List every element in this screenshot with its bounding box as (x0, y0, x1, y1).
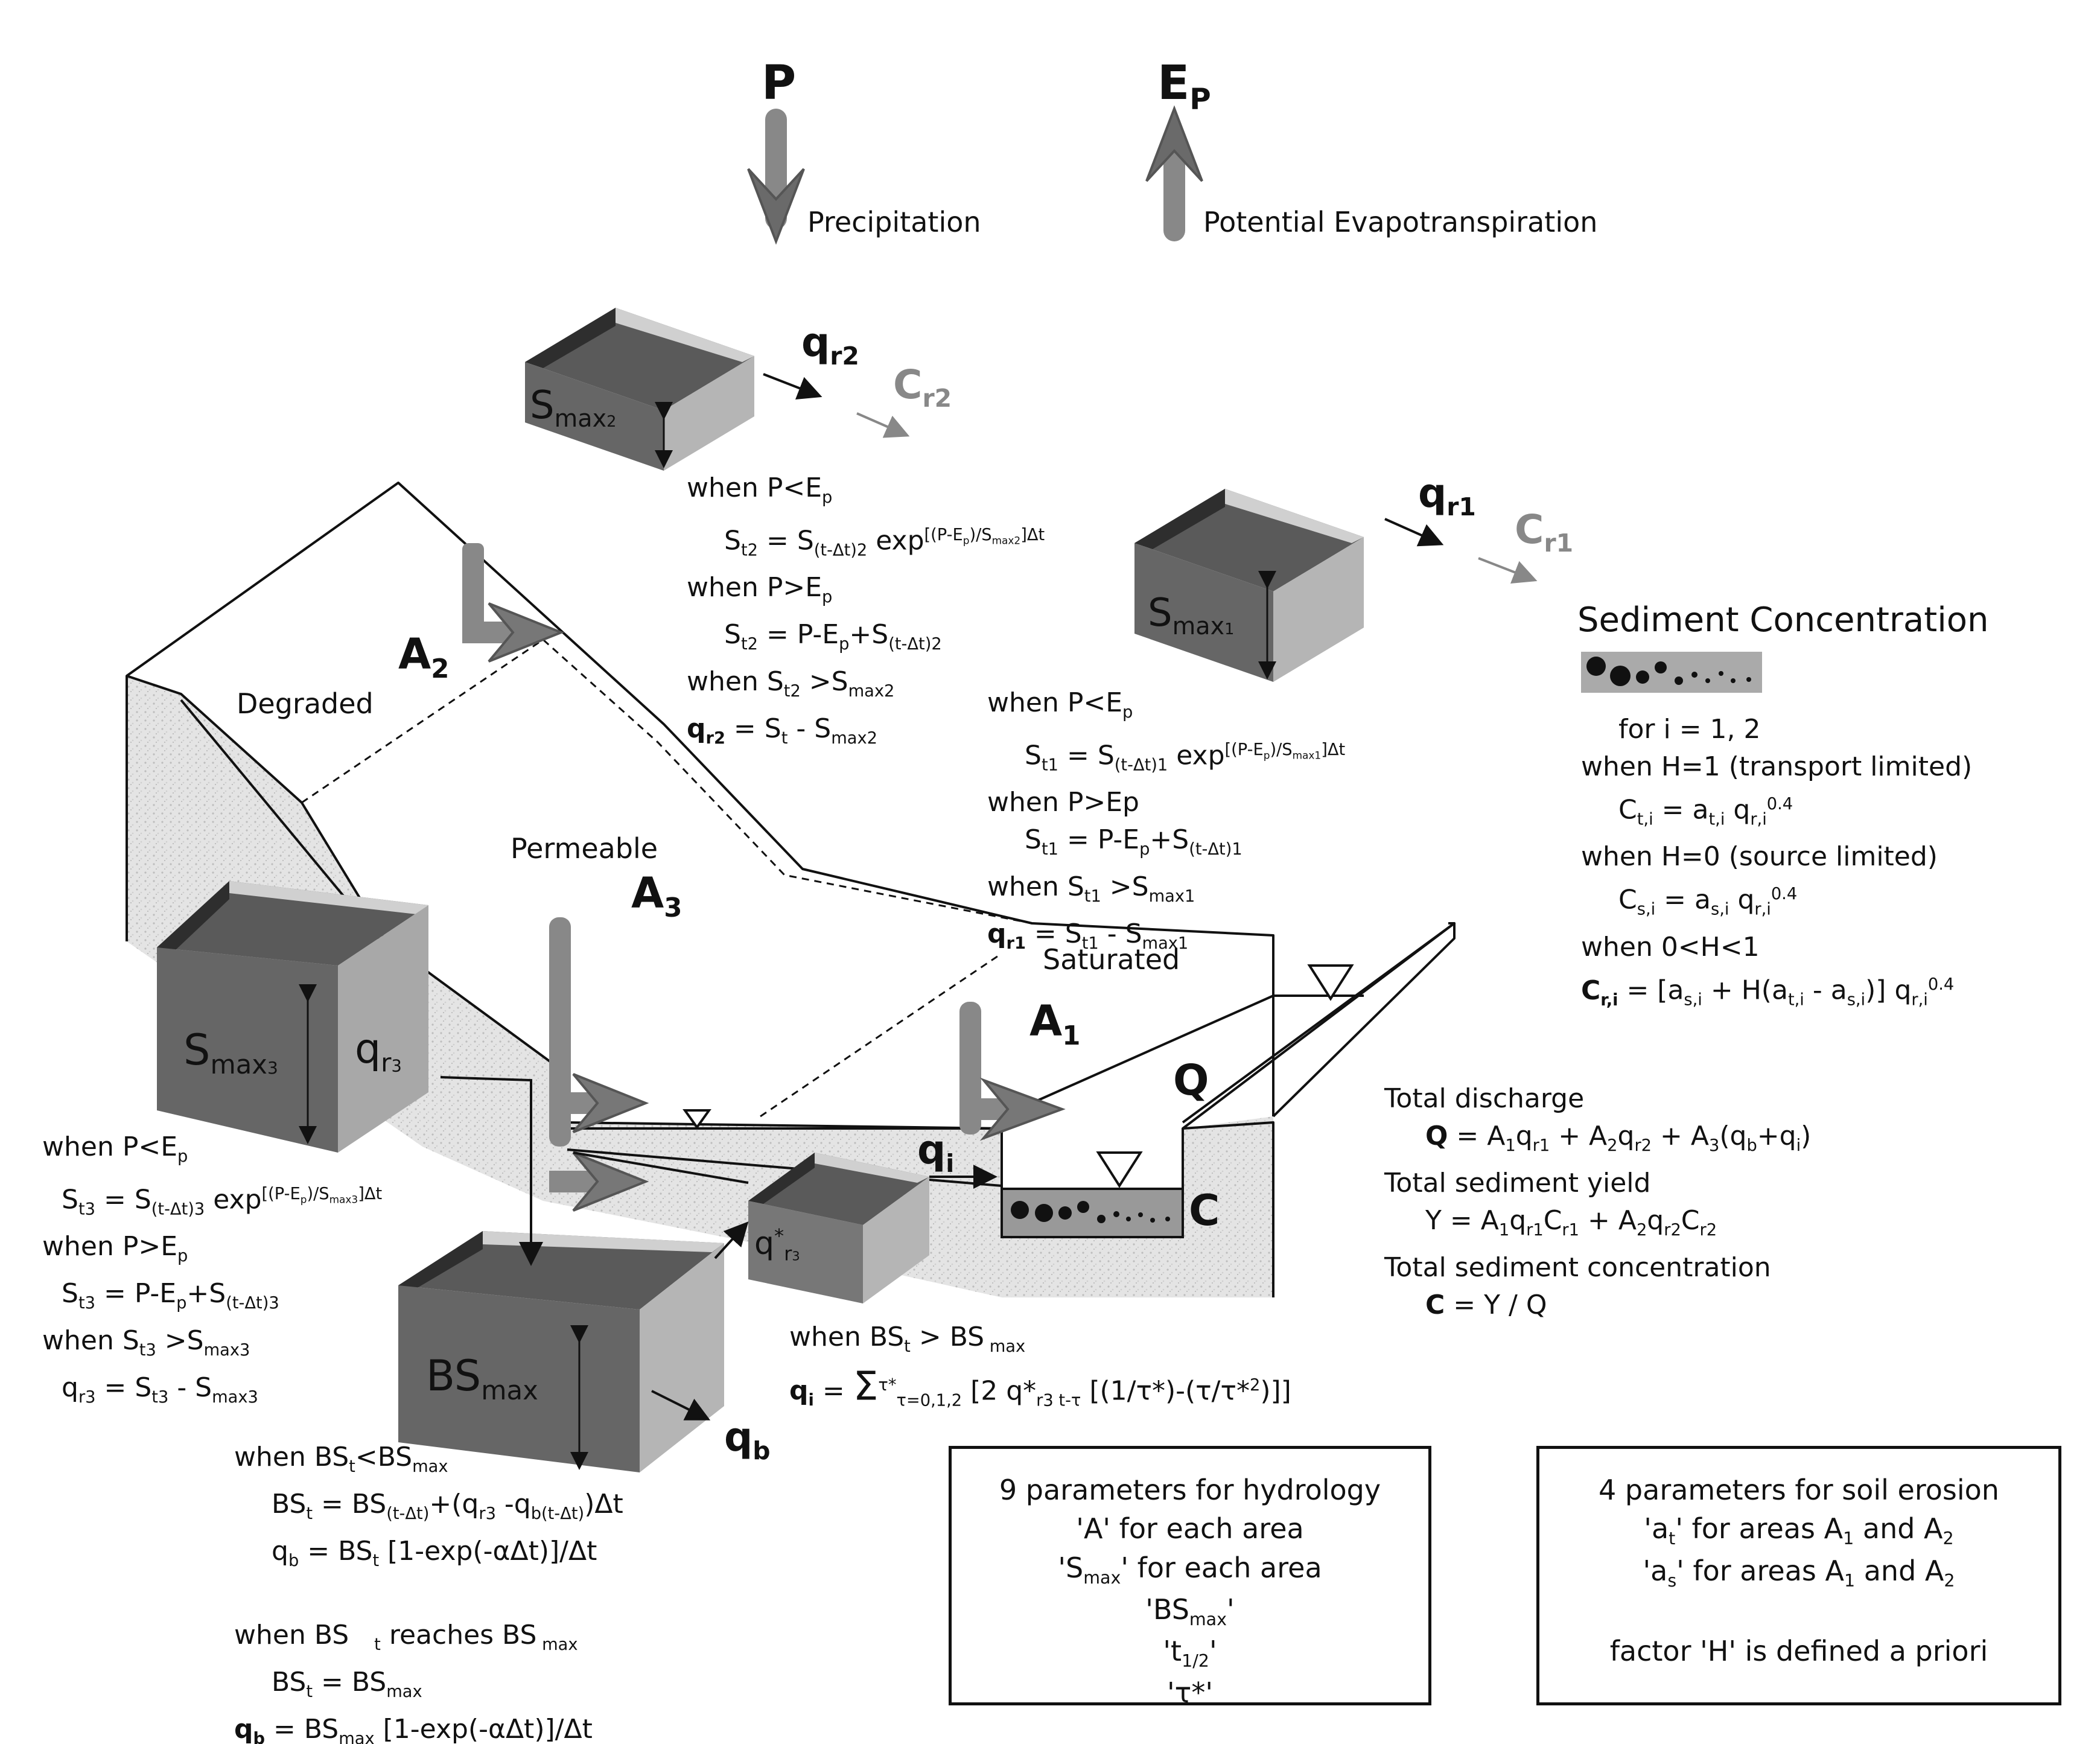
cr1-label: Cr1 (1515, 506, 1574, 558)
hillslope-surface (126, 482, 1456, 1297)
qr2-flow-label: qr2 (801, 319, 859, 371)
area-degraded-label: Degraded (237, 687, 374, 720)
sediment-c-label: C (1189, 1186, 1220, 1235)
area-a1-label: A1 (1029, 996, 1081, 1051)
sediment-equations: for i = 1, 2 when H=1 (transport limited… (1581, 714, 1973, 1010)
smax2-label: Smax2 (530, 383, 617, 433)
sediment-legend-bar (1581, 652, 1762, 693)
smax1-label: Smax1 (1148, 591, 1235, 640)
discharge-q-label: Q (1173, 1055, 1209, 1105)
qi-equation: when BSt > BS max qi = Στ*τ=0,1,2 [2 q*r… (789, 1322, 1291, 1410)
qi-flow-label: qi (917, 1127, 955, 1179)
area-permeable-label: Permeable (511, 832, 658, 865)
flow-arrows (440, 373, 1444, 1421)
qb-flow-label: qb (724, 1414, 771, 1466)
cr2-label: Cr2 (893, 361, 952, 413)
qr1-flow-label: qr1 (1418, 470, 1476, 522)
smax1-store (1134, 489, 1364, 682)
hydrology-parameters-box: 9 parameters for hydrology 'A' for each … (949, 1446, 1431, 1709)
smax2-store (525, 308, 754, 471)
qstar-store (748, 1153, 929, 1303)
area-a3-label: A3 (631, 868, 682, 923)
channel-sediment (1001, 1188, 1184, 1238)
smax3-store (157, 881, 428, 1153)
evapotranspiration-arrow (1145, 105, 1203, 241)
smax2-equations: when P<Ep St2 = S(t-Δt)2 exp[(P-Ep)/Smax… (687, 473, 1045, 748)
area-boundaries (301, 638, 1032, 1118)
totals-equations: Total discharge Q = A1qr1 + A2qr2 + A3(q… (1384, 1083, 1812, 1320)
smax3-label: Smax3 (183, 1025, 278, 1080)
evapotranspiration-symbol: EP (1157, 56, 1211, 116)
precipitation-label: Precipitation (807, 206, 981, 238)
hillslope-soil (126, 676, 1273, 1297)
smax1-equations: when P<Ep St1 = S(t-Δt)1 exp[(P-Ep)/Smax… (987, 687, 1346, 953)
qr3-label: qr3 (355, 1025, 402, 1078)
bsmax-equations: when BSt<BSmax BSt = BS(t-Δt)+(qr3 -qb(t… (234, 1442, 623, 1744)
water-level-markers (682, 964, 1354, 1188)
smax3-equations: when P<Ep St3 = S(t-Δt)3 exp[(P-Ep)/Smax… (42, 1131, 383, 1407)
bsmax-label: BSmax (426, 1351, 538, 1406)
precipitation-symbol: P (762, 56, 797, 110)
qstar-r3-label: q*r3 (754, 1224, 800, 1265)
precipitation-arrow (747, 109, 805, 245)
area-a2-label: A2 (398, 629, 450, 684)
area-saturated-label: Saturated (1043, 943, 1180, 976)
evapotranspiration-label: Potential Evapotranspiration (1203, 206, 1598, 238)
erosion-parameters-box: 4 parameters for soil erosion 'at' for a… (1536, 1446, 2061, 1705)
sediment-concentration-title: Sediment Concentration (1577, 600, 1989, 640)
area-input-arrows (462, 543, 1066, 1212)
